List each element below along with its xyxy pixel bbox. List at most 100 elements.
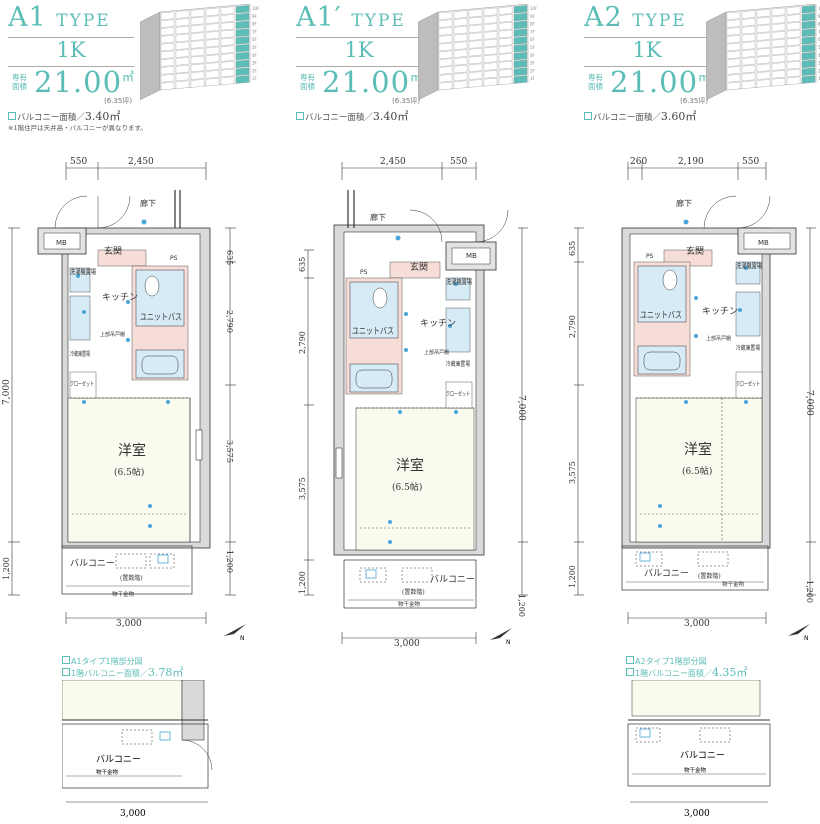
building-unit bbox=[438, 81, 453, 91]
building-unit-highlight bbox=[513, 36, 528, 45]
building-unit bbox=[498, 22, 513, 31]
building-unit bbox=[220, 53, 235, 62]
building-floor-label: 1F bbox=[530, 76, 536, 81]
building-unit bbox=[483, 62, 498, 71]
label-washer: 洗濯機置場 bbox=[446, 277, 472, 286]
label-fridge: 冷蔵庫置場 bbox=[70, 350, 90, 358]
building-unit-highlight bbox=[513, 5, 528, 14]
building-unit-highlight bbox=[513, 59, 528, 69]
building-floor-label: 8F bbox=[252, 22, 258, 27]
dim-h3: 3,575 bbox=[568, 461, 577, 484]
building-floor-label: 8F bbox=[818, 22, 820, 27]
header-a1p: A1′ TYPE 1K 専有面積 21.00㎡ (6.35坪) バルコニー面積／… bbox=[296, 0, 576, 130]
building-unit bbox=[160, 27, 175, 36]
label-fridge: 冷蔵庫置場 bbox=[736, 344, 760, 352]
building-unit bbox=[498, 53, 513, 62]
building-unit bbox=[756, 63, 771, 72]
building-unit bbox=[498, 6, 513, 15]
building-unit bbox=[220, 61, 235, 70]
building-unit bbox=[483, 46, 498, 56]
building-unit bbox=[175, 57, 190, 66]
label-aircon: (置数階) bbox=[698, 572, 721, 580]
building-unit bbox=[726, 19, 741, 28]
building-unit-highlight bbox=[801, 67, 816, 76]
label-ps: PS bbox=[646, 253, 654, 260]
building-floor-label: 6F bbox=[252, 37, 258, 42]
building-unit bbox=[160, 66, 175, 75]
building-unit-highlight bbox=[801, 44, 816, 53]
building-unit bbox=[468, 40, 483, 49]
dim-h4-left: 1,200 bbox=[2, 557, 11, 580]
compass-label: N bbox=[506, 639, 511, 646]
building-floor-label: 7F bbox=[252, 29, 258, 34]
label-balcony: バルコニー bbox=[680, 750, 725, 761]
building-floor-label: 3F bbox=[818, 61, 820, 66]
dim-top-left: 260 bbox=[630, 157, 647, 167]
label-mb: MB bbox=[466, 252, 477, 260]
building-unit bbox=[741, 49, 756, 58]
floor1-balcony-area: 4.35㎡ bbox=[711, 666, 748, 679]
compass-icon: N bbox=[788, 624, 810, 642]
dim-top-mid: 2,190 bbox=[678, 157, 704, 167]
label-corridor: 廊下 bbox=[370, 212, 386, 222]
label-ps: PS bbox=[360, 269, 368, 276]
label-dryer: 物干金物 bbox=[112, 590, 135, 598]
building-unit-highlight bbox=[513, 20, 528, 30]
building-unit bbox=[771, 38, 786, 48]
building-unit-highlight bbox=[235, 59, 250, 69]
floor1-a1: A1タイプ1階部分図 1階バルコニー面積／3.78㎡ バルコニー 物干金物 3,… bbox=[62, 656, 262, 824]
building-unit bbox=[160, 19, 175, 28]
layout-label: 1K bbox=[344, 38, 374, 62]
header-a2: A2 TYPE 1K 専有面積 21.00㎡ (6.35坪) バルコニー面積／3… bbox=[584, 0, 814, 130]
dim-h2: 2,790 bbox=[568, 315, 577, 338]
building-unit bbox=[438, 74, 453, 83]
type-title: A1′ TYPE bbox=[296, 2, 406, 33]
building-unit-highlight bbox=[235, 5, 250, 14]
building-unit bbox=[205, 77, 220, 87]
building-unit-highlight bbox=[801, 28, 816, 37]
building-unit bbox=[220, 6, 235, 15]
label-corridor: 廊下 bbox=[140, 198, 156, 208]
label-washer: 洗濯機置場 bbox=[70, 267, 96, 276]
building-unit bbox=[771, 7, 786, 17]
area-label: 専有面積 bbox=[588, 73, 603, 91]
building-unit bbox=[483, 7, 498, 17]
label-room-size: (6.5帖) bbox=[114, 466, 144, 478]
building-unit bbox=[160, 81, 175, 91]
building-unit-highlight bbox=[801, 75, 816, 84]
dim-total: 7,000 bbox=[804, 390, 814, 416]
label-bath: ユニットバス bbox=[140, 312, 182, 323]
building-unit-highlight bbox=[513, 75, 528, 84]
compass-icon: N bbox=[224, 624, 246, 642]
building-floor-label: 9F bbox=[530, 14, 536, 19]
floor-plan-a2: 廊下 MB PS 玄関 洗濯機置場 キッチン ユニットバス 冷蔵庫置場 クローゼ… bbox=[560, 150, 820, 630]
building-unit-highlight bbox=[801, 51, 816, 61]
building-unit-highlight bbox=[513, 51, 528, 61]
building-unit bbox=[771, 23, 786, 32]
building-unit bbox=[483, 77, 498, 87]
building-unit-highlight bbox=[235, 36, 250, 45]
label-kitchen: キッチン bbox=[102, 292, 138, 303]
building-unit bbox=[741, 33, 756, 43]
building-unit bbox=[498, 14, 513, 23]
dim-bottom: 3,000 bbox=[394, 639, 420, 649]
building-unit-highlight bbox=[513, 12, 528, 22]
label-entrance: 玄関 bbox=[104, 245, 122, 257]
building-unit bbox=[756, 55, 771, 65]
dim-h3: 3,575 bbox=[225, 440, 234, 463]
compass-label: N bbox=[240, 635, 245, 642]
building-unit bbox=[498, 68, 513, 78]
building-unit-highlight bbox=[513, 28, 528, 37]
building-unit bbox=[160, 74, 175, 83]
building-unit bbox=[756, 40, 771, 49]
label-fridge: 冷蔵庫置場 bbox=[446, 360, 470, 368]
building-unit bbox=[726, 58, 741, 67]
label-kitchen: キッチン bbox=[420, 318, 456, 329]
balcony-area: バルコニー面積／3.40㎡ bbox=[296, 108, 408, 124]
building-unit bbox=[220, 37, 235, 46]
building-floor-label: 1F bbox=[252, 76, 258, 81]
first-floor-note: ※1階住戸は天井高・バルコニーが異なります。 bbox=[8, 124, 147, 132]
building-unit bbox=[190, 55, 205, 65]
floor1-dim: 3,000 bbox=[120, 809, 146, 819]
building-floor-label: 10F bbox=[530, 6, 538, 11]
